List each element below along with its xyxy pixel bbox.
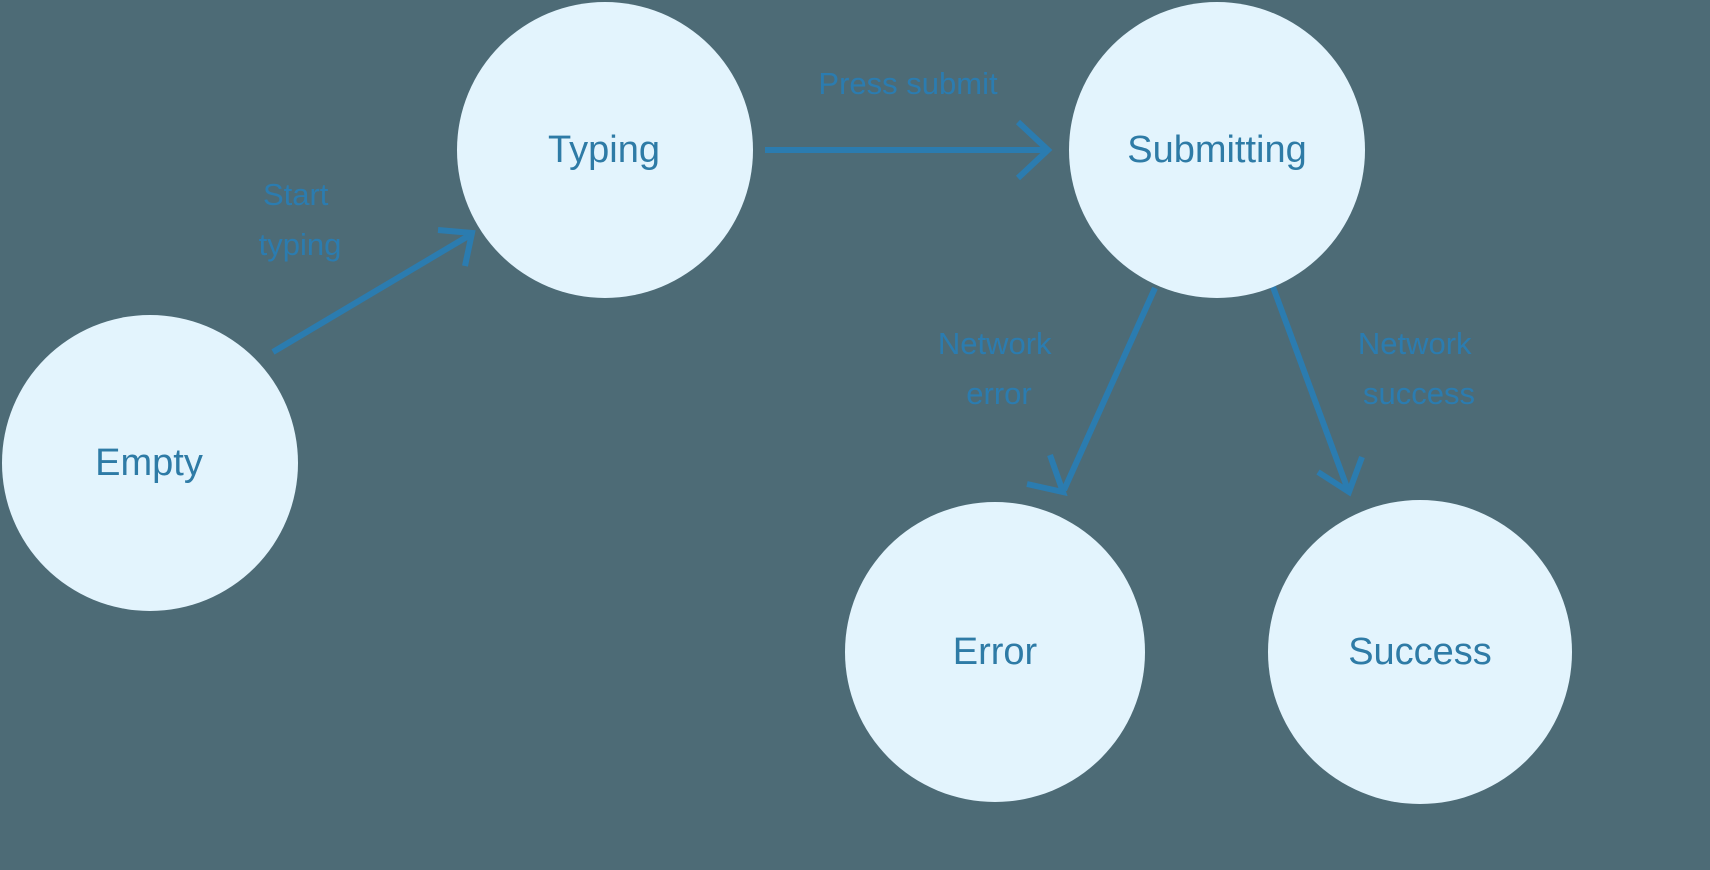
edge-typing-to-submitting-arrowhead: [1015, 119, 1053, 181]
edge-empty-to-typing-arrowhead: [437, 227, 476, 267]
edge-label-line: Network: [938, 326, 1052, 361]
node-typing[interactable]: Typing: [457, 2, 753, 298]
node-empty-circle[interactable]: [2, 315, 298, 611]
edge-submitting-to-error-arrowhead: [1026, 454, 1068, 497]
node-typing-label: Typing: [548, 129, 660, 171]
edge-empty-to-typing-label: Start typing: [259, 177, 342, 262]
edge-typing-to-submitting-label: Press submit: [818, 66, 998, 101]
edge-submitting-to-error: Network error: [938, 286, 1158, 497]
edge-submitting-to-error-line: [1061, 286, 1158, 492]
edge-submitting-to-error-label: Network error: [938, 326, 1060, 411]
node-submitting-label: Submitting: [1127, 129, 1307, 171]
node-error-circle[interactable]: [845, 502, 1145, 802]
node-typing-circle[interactable]: [457, 2, 753, 298]
node-success-circle[interactable]: [1268, 500, 1572, 804]
edge-label-line: Start: [263, 177, 329, 212]
edge-label-line: error: [966, 376, 1031, 411]
edge-typing-to-submitting: Press submit: [765, 66, 1053, 181]
node-submitting-circle[interactable]: [1069, 2, 1365, 298]
edge-empty-to-typing-line: [271, 232, 472, 355]
node-success-label: Success: [1348, 631, 1492, 673]
node-error-label: Error: [953, 631, 1038, 673]
edge-empty-to-typing: Start typing: [259, 177, 476, 355]
edge-submitting-to-success-arrowhead: [1316, 455, 1365, 497]
node-error[interactable]: Error: [845, 502, 1145, 802]
edge-label-line: typing: [259, 227, 342, 262]
node-empty[interactable]: Empty: [2, 315, 298, 611]
node-success[interactable]: Success: [1268, 500, 1572, 804]
edge-label-line: success: [1363, 376, 1475, 411]
edge-submitting-to-success-label: Network success: [1358, 326, 1480, 411]
node-empty-label: Empty: [95, 442, 203, 484]
edge-label-line: Network: [1358, 326, 1472, 361]
edge-label-line: Press submit: [818, 66, 998, 101]
edge-submitting-to-success-line: [1270, 285, 1351, 492]
node-submitting[interactable]: Submitting: [1069, 2, 1365, 298]
edge-submitting-to-success: Network success: [1270, 285, 1480, 497]
